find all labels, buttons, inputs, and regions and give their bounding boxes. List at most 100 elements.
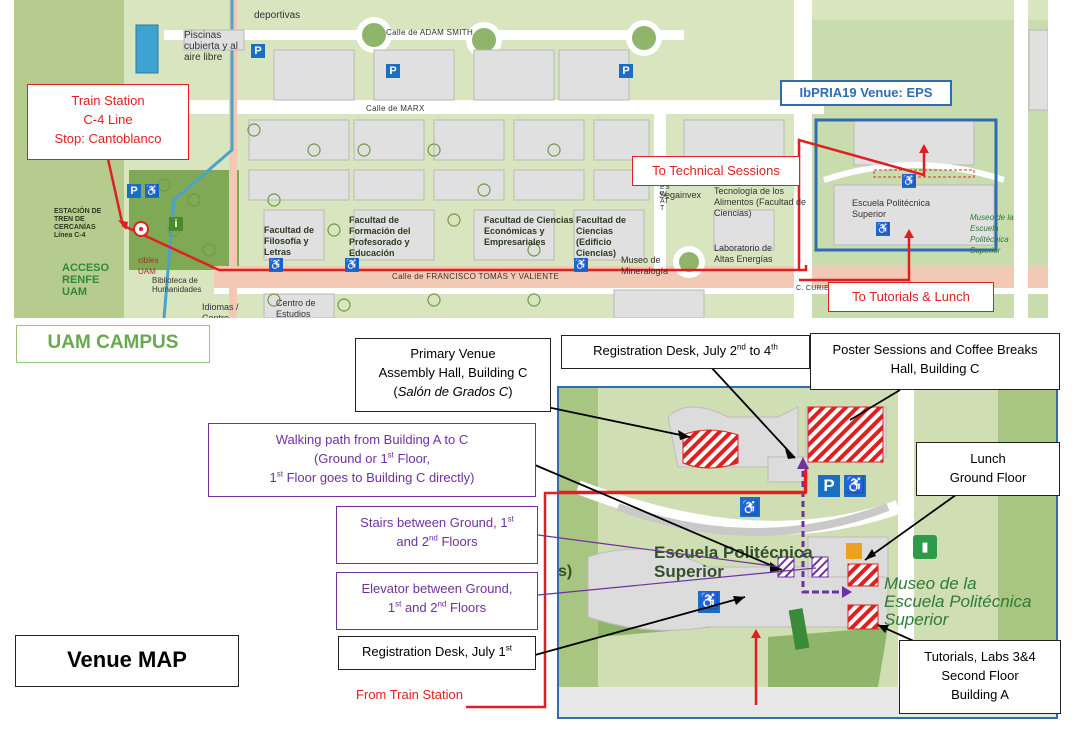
lunch-line1: Lunch xyxy=(970,451,1006,466)
parking-icon: P xyxy=(386,64,400,78)
stairs-sup2: nd xyxy=(428,533,438,543)
lunch-line2: Ground Floor xyxy=(949,470,1027,485)
label-filosofia: Facultad de Filosofía y Letras xyxy=(264,225,315,257)
elevator-seg2: and 2 xyxy=(401,600,438,615)
wheelchair-icon: ♿ xyxy=(741,499,759,515)
museo-line1: Museo de la xyxy=(884,574,977,593)
label-acceso-renfe: ACCESO RENFE UAM xyxy=(62,262,110,298)
eps-label-line1: Escuela Politécnica xyxy=(654,543,813,562)
stairs-line2: and 2nd Floors xyxy=(337,532,537,551)
label-mineralogia: Museo de Mineralogía xyxy=(621,255,669,276)
reg-july1-text: Registration Desk, July 1 xyxy=(361,644,506,659)
wheelchair-icon: ♿ xyxy=(145,184,159,198)
callout-train-line3: Stop: Cantoblanco xyxy=(54,131,162,146)
street-tomas-valiente: Calle de FRANCISCO TOMÁS Y VALIENTE xyxy=(392,272,560,281)
reg-july1-sup: st xyxy=(505,643,512,653)
reg-july2-text: Registration Desk, July 2 xyxy=(593,343,737,358)
annotation-lunch: Lunch Ground Floor xyxy=(916,442,1060,496)
partial-label: s) xyxy=(558,563,573,580)
wheelchair-icon: ♿ xyxy=(902,174,916,188)
from-train-station-label: From Train Station xyxy=(356,687,463,702)
tutorials-line2: Second Floor xyxy=(941,668,1019,683)
walking-seg4: Floor goes to Building C directly) xyxy=(282,470,475,485)
wheelchair-icon: ♿ xyxy=(845,477,865,494)
museo-label: Museo de la Escuela Politécnica Superior xyxy=(884,575,1031,629)
label-estacion: ESTACIÓN DE TREN DE CERCANÍAS Línea C-4 xyxy=(54,208,102,239)
label-piscinas: Piscinas cubierta y al aire libre xyxy=(184,30,238,63)
walking-line2: (Ground or 1st Floor, xyxy=(209,449,535,468)
campus-map: Calle de ADAM SMITH Calle de MARX Calle … xyxy=(14,0,1048,318)
elevator-sup1: st xyxy=(395,599,402,609)
venue-map-frame xyxy=(557,386,1058,719)
label-eps: Escuela Politécnica Superior xyxy=(852,198,931,219)
primary-venue-line2: Assembly Hall, Building C xyxy=(378,365,528,380)
callout-tutorials-lunch: To Tutorials & Lunch xyxy=(828,282,994,312)
callout-technical-sessions: To Technical Sessions xyxy=(632,156,800,186)
stairs-seg3: Floors xyxy=(437,534,478,549)
elevator-line2: 1st and 2nd Floors xyxy=(337,598,537,617)
primary-venue-line3: (Salón de Grados C) xyxy=(393,384,513,399)
eps-label-line2: Superior xyxy=(654,562,724,581)
elevator-sup2: nd xyxy=(437,599,447,609)
annotation-stairs: Stairs between Ground, 1st and 2nd Floor… xyxy=(336,506,538,564)
label-biblioteca: Biblioteca de Humanidades xyxy=(152,276,202,294)
label-cibles: cibles UAM xyxy=(138,256,159,276)
stairs-seg1: Stairs between Ground, 1 xyxy=(360,515,508,530)
walking-seg2: Floor, xyxy=(393,451,431,466)
street-adam-smith: Calle de ADAM SMITH xyxy=(386,28,474,37)
wheelchair-icon: ♿ xyxy=(876,222,890,236)
venue-map-title: Venue MAP xyxy=(15,635,239,687)
label-economicas: Facultad de Ciencias Económicas y Empres… xyxy=(484,215,574,247)
label-idiomas: Idiomas / Centro xyxy=(202,302,239,318)
wheelchair-icon: ♿ xyxy=(574,258,588,272)
museo-line3: Superior xyxy=(884,610,949,629)
reg-july4-sup: th xyxy=(771,342,778,352)
label-centro-estudios: Centro de Estudios xyxy=(276,298,316,318)
callout-train-line1: Train Station xyxy=(71,93,145,108)
elevator-line1: Elevator between Ground, xyxy=(361,581,513,596)
label-altas-energias: Laboratorio de Altas Energías xyxy=(714,243,773,264)
poster-line2: Hall, Building C xyxy=(890,361,980,376)
callout-train-station: Train Station C-4 Line Stop: Cantoblanco xyxy=(27,84,189,160)
annotation-elevator: Elevator between Ground, 1st and 2nd Flo… xyxy=(336,572,538,630)
primary-venue-hall: Salón de Grados C xyxy=(397,384,509,399)
label-segainvex: Segainvex xyxy=(659,190,702,200)
elevator-seg3: Floors xyxy=(446,600,487,615)
annotation-primary-venue: Primary Venue Assembly Hall, Building C … xyxy=(355,338,551,412)
museo-line2: Escuela Politécnica xyxy=(884,592,1032,611)
street-curie: C. CURIE xyxy=(796,285,830,292)
eps-building-label: Escuela Politécnica Superior xyxy=(654,543,813,581)
walking-seg1: (Ground or 1 xyxy=(313,451,388,466)
reg-july2-sup: nd xyxy=(736,342,746,352)
stairs-line1: Stairs between Ground, 1st xyxy=(337,513,537,532)
annotation-poster-sessions: Poster Sessions and Coffee Breaks Hall, … xyxy=(810,333,1060,390)
label-deportivas: deportivas xyxy=(254,10,301,21)
poster-line1: Poster Sessions and Coffee Breaks xyxy=(832,342,1038,357)
campus-map-graphic xyxy=(14,0,1048,318)
walking-line3: 1st Floor goes to Building C directly) xyxy=(209,468,535,487)
label-alimentos: Tecnología de los Alimentos (Facultad de… xyxy=(714,186,807,218)
stairs-seg2: and 2 xyxy=(396,534,429,549)
callout-venue-eps: IbPRIA19 Venue: EPS xyxy=(780,80,952,106)
wheelchair-icon: ♿ xyxy=(269,258,283,272)
walking-line1: Walking path from Building A to C xyxy=(275,432,469,447)
parking-icon: P xyxy=(823,476,835,495)
elevator-seg1: 1 xyxy=(387,600,396,615)
uam-campus-label: UAM CAMPUS xyxy=(16,325,210,363)
callout-train-line2: C-4 Line xyxy=(83,112,133,127)
label-ciencias: Facultad de Ciencias (Edificio Ciencias) xyxy=(576,215,627,258)
annotation-registration-july1: Registration Desk, July 1st xyxy=(338,636,536,670)
annotation-tutorials: Tutorials, Labs 3&4 Second Floor Buildin… xyxy=(899,640,1061,714)
tutorials-line1: Tutorials, Labs 3&4 xyxy=(924,649,1036,664)
parking-icon: P xyxy=(251,44,265,58)
info-icon: i xyxy=(169,217,183,231)
parking-icon: P xyxy=(619,64,633,78)
wheelchair-icon: ♿ xyxy=(345,258,359,272)
label-profesorado: Facultad de Formación del Profesorado y … xyxy=(349,215,411,258)
bus-icon: ▮ xyxy=(921,539,929,554)
reg-july2-mid: to 4 xyxy=(745,343,772,358)
label-museo-eps: Museo de la Escuela Politécnica Superior xyxy=(970,213,1014,255)
walking-seg3: 1 xyxy=(269,470,277,485)
street-marx: Calle de MARX xyxy=(366,104,425,113)
